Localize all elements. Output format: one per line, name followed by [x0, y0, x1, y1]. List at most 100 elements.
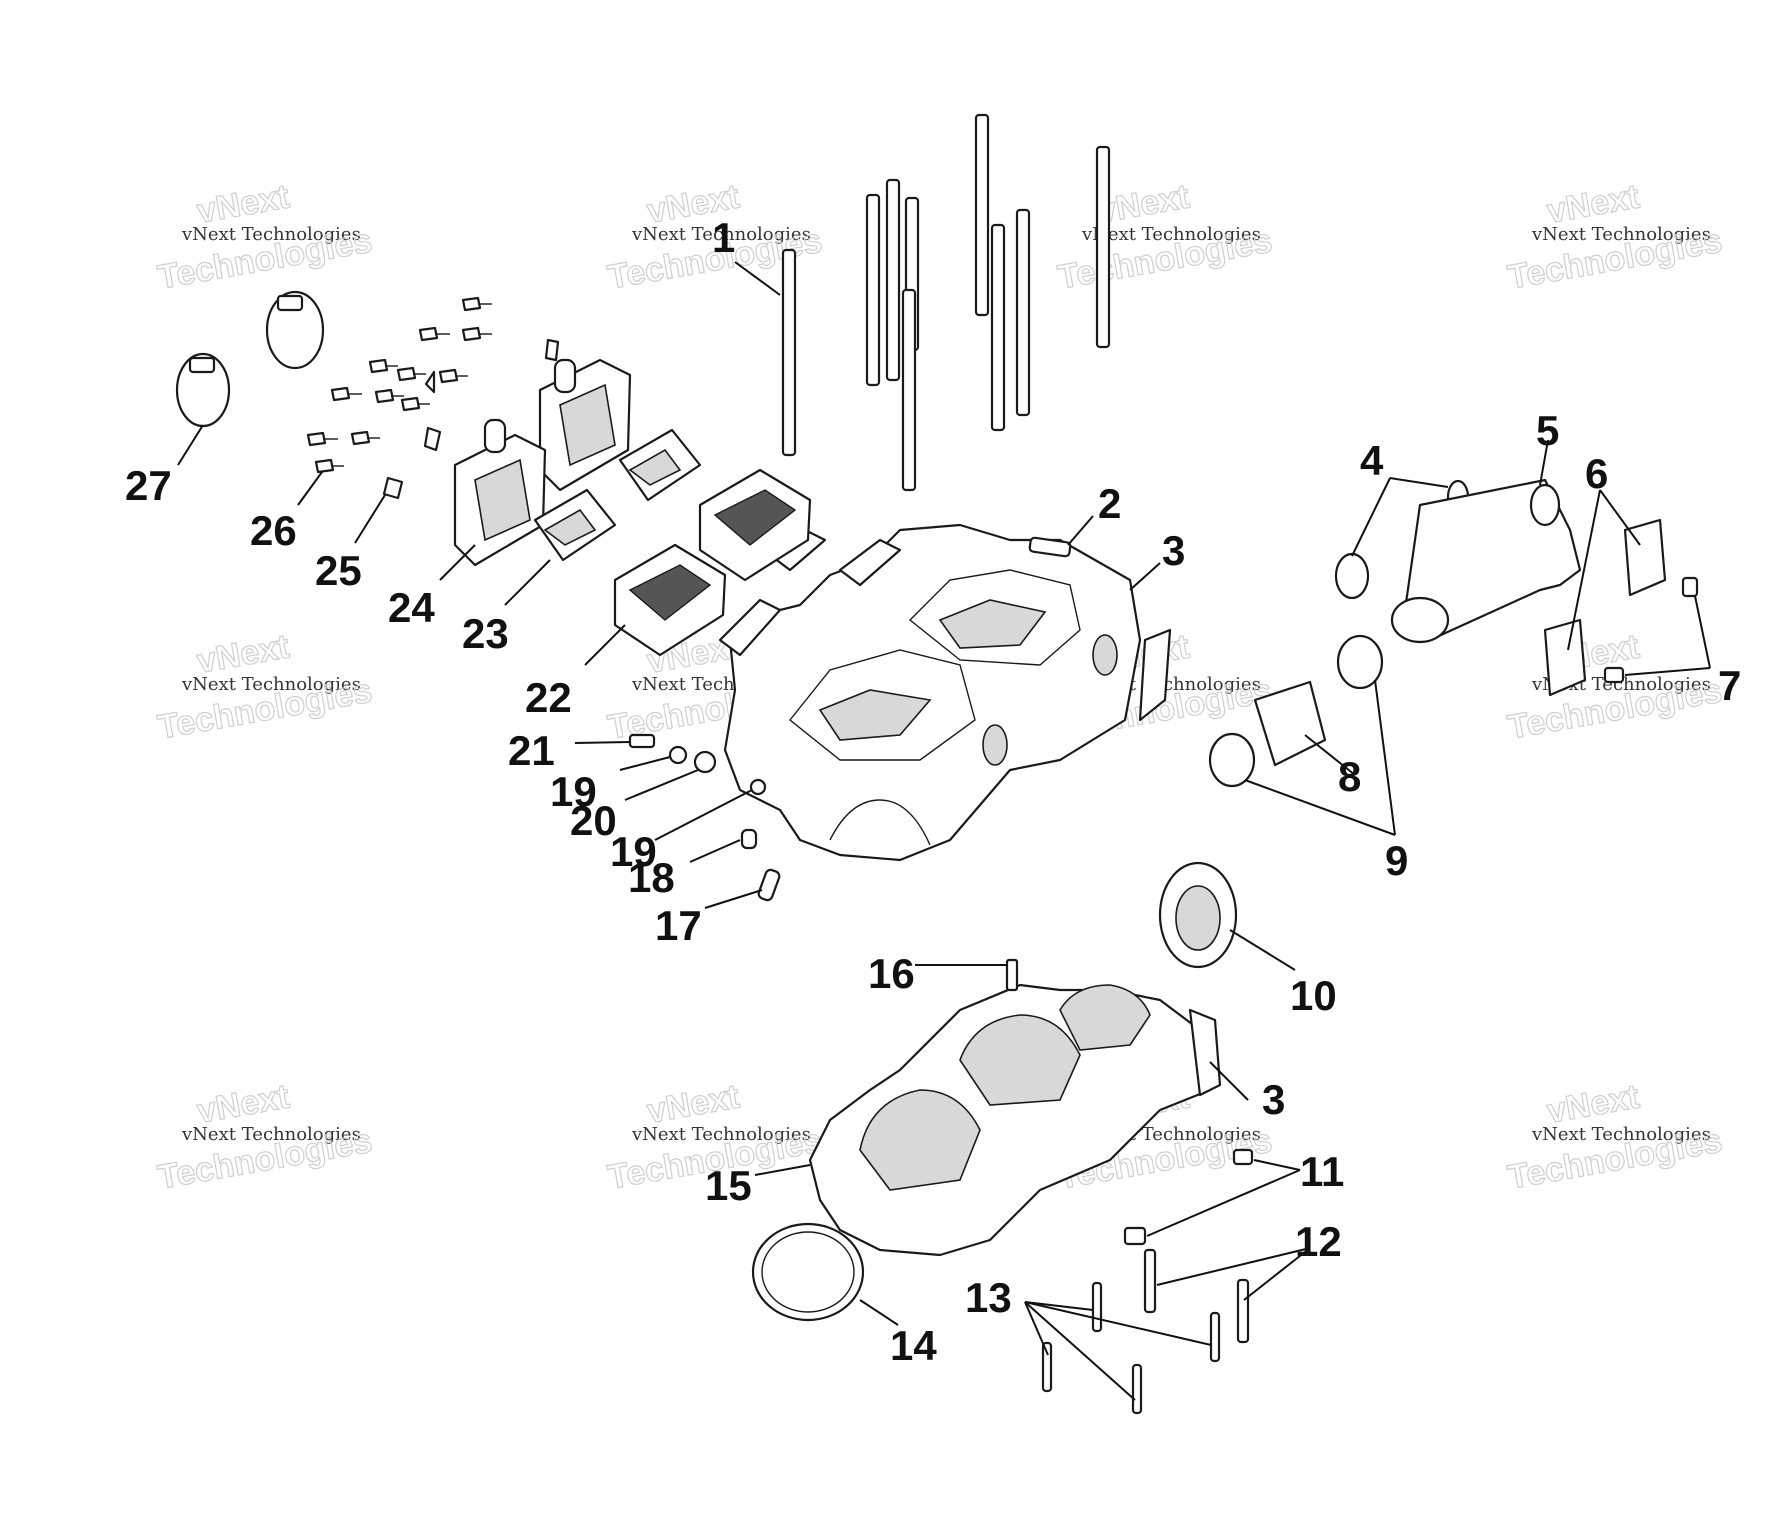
- callout-24[interactable]: 24: [388, 584, 435, 631]
- callout-4[interactable]: 4: [1360, 437, 1384, 484]
- callout-17[interactable]: 17: [655, 902, 702, 949]
- callout-14[interactable]: 14: [890, 1322, 937, 1369]
- screw-7: [1681, 576, 1699, 598]
- callout-27[interactable]: 27: [125, 462, 172, 509]
- reed-adapter-window: [474, 458, 531, 542]
- bolt-12: [1236, 1278, 1250, 1344]
- plug-20: [693, 750, 717, 774]
- stud: [1015, 208, 1031, 417]
- leader-3b: [1209, 1061, 1249, 1101]
- callout-7[interactable]: 7: [1718, 662, 1741, 709]
- reed-petals: [713, 489, 797, 546]
- callout-1[interactable]: 1: [712, 214, 735, 261]
- leader-26: [297, 471, 323, 506]
- crankcase-side-boss: [1188, 1008, 1222, 1097]
- pin-17: [757, 868, 781, 902]
- leader-19b: [654, 789, 753, 841]
- pipe-end: [1529, 483, 1561, 527]
- callout-3[interactable]: 3: [1262, 1076, 1285, 1123]
- bolt: [461, 326, 482, 342]
- upper-crankcase-body: [723, 523, 1142, 862]
- leader-15: [754, 1164, 811, 1176]
- watermark-brand-top: vNext: [1544, 1077, 1642, 1131]
- leader-25: [354, 494, 386, 544]
- leader-17: [704, 889, 763, 909]
- leader-13: [1024, 1301, 1212, 1346]
- main-bearing-cradle: [859, 1089, 981, 1191]
- callout-9[interactable]: 9: [1385, 837, 1408, 884]
- intake-spacer-opening: [628, 448, 682, 486]
- fastener-cluster: [306, 296, 492, 474]
- o-ring-4: [1334, 552, 1370, 600]
- callout-15[interactable]: 15: [705, 1162, 752, 1209]
- watermark-brand-line: vNext Technologies: [181, 224, 361, 245]
- bolt: [306, 431, 327, 447]
- clamp-9: [1208, 732, 1256, 788]
- callout-19[interactable]: 19: [550, 768, 597, 815]
- leader-13: [1024, 1301, 1049, 1356]
- stud: [974, 113, 990, 317]
- watermark: vNext vNext Technologies Technologies: [1504, 177, 1725, 298]
- leader-24: [439, 544, 476, 581]
- callout-10[interactable]: 10: [1290, 972, 1337, 1019]
- callout-11[interactable]: 11: [1300, 1148, 1344, 1195]
- main-bearing-cradle: [1059, 984, 1151, 1051]
- callout-2[interactable]: 2: [1098, 480, 1121, 527]
- small-hardware: [628, 536, 1072, 902]
- crankcase-side-boss: [1138, 628, 1172, 722]
- leader-7: [1694, 595, 1711, 669]
- callout-5[interactable]: 5: [1536, 407, 1559, 454]
- callout-6[interactable]: 6: [1585, 450, 1608, 497]
- callout-18[interactable]: 18: [628, 854, 675, 901]
- leader-10: [1229, 929, 1296, 971]
- callout-3[interactable]: 3: [1162, 527, 1185, 574]
- bracket-6: [1543, 618, 1587, 697]
- bolt-13: [1131, 1363, 1143, 1415]
- watermark-brand-line: vNext Technologies: [1531, 224, 1711, 245]
- callout-8[interactable]: 8: [1338, 753, 1361, 800]
- lower-hardware: [751, 1148, 1254, 1415]
- bolt-13: [1041, 1341, 1053, 1393]
- lower-crankcase: [808, 958, 1222, 1257]
- callout-13[interactable]: 13: [965, 1274, 1012, 1321]
- callout-25[interactable]: 25: [315, 547, 362, 594]
- callout-16[interactable]: 16: [868, 950, 915, 997]
- bolt: [350, 430, 371, 446]
- leader-3a: [1129, 562, 1161, 591]
- bolt-12: [1143, 1248, 1157, 1314]
- reed-adapter-window: [559, 383, 616, 467]
- callout-22[interactable]: 22: [525, 674, 572, 721]
- callout-12[interactable]: 12: [1295, 1218, 1342, 1265]
- callout-20[interactable]: 20: [570, 797, 617, 844]
- callout-23[interactable]: 23: [462, 610, 509, 657]
- retaining-ring-inner: [761, 1231, 855, 1313]
- leader-21: [574, 741, 631, 744]
- reed-cages: [613, 468, 812, 657]
- callout-26[interactable]: 26: [250, 507, 297, 554]
- callout-21[interactable]: 21: [508, 727, 555, 774]
- adapter-nipple: [553, 358, 577, 394]
- callout-labels: 1 2 3 3 4 5 6 7 8 9 10 11 12 13 14 15 16…: [125, 214, 1741, 1369]
- watermark-brand-top: vNext: [194, 627, 292, 681]
- watermark-brand-line: vNext Technologies: [1081, 224, 1261, 245]
- main-bearing-cradle: [959, 1014, 1081, 1106]
- callout-19[interactable]: 19: [610, 828, 657, 875]
- watermark: vNext vNext Technologies Technologies: [154, 1077, 375, 1198]
- stud: [901, 288, 917, 492]
- cylinder-bore-front: [789, 649, 976, 761]
- reed-valve-adapters: [382, 338, 632, 567]
- dowel-pin: [1005, 958, 1019, 992]
- bolt: [438, 368, 459, 384]
- bolt-13: [1209, 1311, 1221, 1363]
- cylinder-studs: [781, 113, 1111, 492]
- washer-19: [749, 778, 767, 796]
- watermark-brand-top: vNext: [194, 1077, 292, 1131]
- bolt: [461, 296, 482, 312]
- bolt: [418, 326, 439, 342]
- stud: [865, 193, 881, 387]
- leader-lines: [177, 261, 1711, 1401]
- leader-6: [1599, 489, 1641, 546]
- upper-crankcase: [718, 523, 1172, 862]
- clamp-9: [1336, 634, 1384, 690]
- watermark: vNext vNext Technologies Technologies: [1054, 177, 1275, 298]
